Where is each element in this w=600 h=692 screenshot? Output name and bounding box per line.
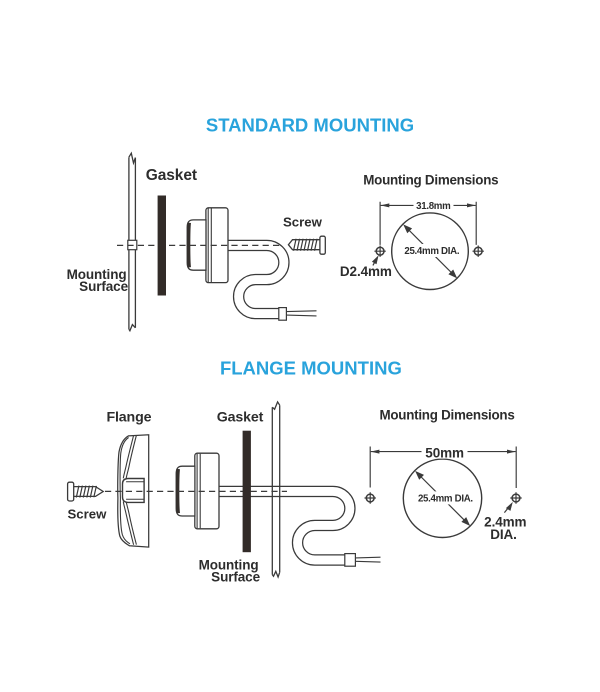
flange-mounting-section: FLANGE MOUNTING [66, 357, 527, 585]
flange-hole-circle [402, 458, 483, 539]
flange-gasket-label: Gasket [217, 409, 264, 425]
flange-mounting-title: FLANGE MOUNTING [220, 357, 402, 378]
standard-cable-tube-fill [228, 240, 289, 319]
flange-device [175, 452, 220, 530]
flange-diameter-text: 25.4mm DIA. [418, 494, 473, 505]
flange-width-dimension: 50mm [369, 444, 517, 488]
standard-hole-callout: D2.4mm [340, 255, 392, 279]
standard-wall-top-break [128, 151, 137, 166]
flange-screw-hole-left [364, 492, 376, 504]
standard-device [186, 207, 229, 284]
standard-device-barrel [186, 219, 207, 271]
flange-device-plate [194, 452, 220, 530]
flange-wall-bottom-break [271, 569, 281, 579]
standard-width-arrowhead-right [467, 203, 476, 208]
flange-cable-tube-fill [219, 486, 355, 565]
standard-hole-callout-arrowhead [371, 255, 379, 265]
flange-cable-connector [344, 552, 356, 567]
standard-hole-callout-text: D2.4mm [340, 264, 392, 279]
flange-gasket-bar [242, 430, 251, 553]
flange-diameter-arrowhead-upper [415, 470, 424, 480]
standard-gasket-label: Gasket [146, 167, 197, 184]
standard-screw-hole-left [374, 245, 386, 257]
standard-diameter-arrowhead-lower [448, 269, 458, 279]
standard-mounting-title: STANDARD MOUNTING [206, 115, 414, 136]
standard-diameter-arrowhead-upper [403, 224, 413, 234]
flange-screw [66, 481, 105, 502]
flange-width-arrowhead-left [370, 449, 380, 454]
flange-hole-right-crosshair [510, 492, 522, 504]
flange-hole-left-crosshair [364, 492, 376, 504]
flange-screw-label: Screw [68, 507, 108, 522]
flange-dimensions: Mounting Dimensions 25.4mm DIA. 50mm [364, 408, 527, 542]
standard-hole-right-crosshair [472, 245, 484, 257]
standard-wall-bottom-break [128, 323, 136, 333]
flange-hub [121, 477, 145, 504]
standard-width-arrowhead-left [380, 203, 390, 208]
standard-hole-left-crosshair [374, 245, 386, 257]
flange-hole-callout: 2.4mm DIA. [484, 501, 527, 542]
standard-gasket-bar [157, 195, 166, 296]
standard-width-dimension: 31.8mm [379, 199, 477, 245]
standard-dimensions: Mounting Dimensions 25.4mm DIA. 31.8mm [340, 172, 499, 291]
flange-disc-contours [119, 435, 137, 545]
flange-label: Flange [107, 409, 152, 425]
flange-hub-rim-lines [126, 481, 144, 500]
standard-hole-circle [391, 212, 470, 291]
flange-diameter-arrowhead-lower [461, 517, 471, 526]
standard-width-extension-lines [379, 201, 477, 245]
flange-hole-callout-text-line1: 2.4mm [484, 515, 526, 530]
flange-hole-callout-text-line2: DIA. [490, 527, 517, 542]
standard-screw-head [319, 235, 326, 255]
standard-screw-shank [287, 239, 320, 251]
flange-screw-threads [75, 485, 97, 498]
flange-disc [117, 434, 150, 548]
flange-mounting-surface-wall [271, 400, 281, 579]
standard-device-barrel-rim [186, 222, 191, 268]
standard-mounting-section: STANDARD MOUNTING [67, 115, 499, 333]
flange-mounting-surface-label-line2: Surface [211, 570, 260, 585]
flange-cable-wires [355, 556, 381, 563]
flange-wall-top-break [271, 400, 281, 411]
flange-hole-callout-arrowhead [505, 501, 513, 511]
flange-width-extension-lines [369, 446, 517, 488]
flange-dimensions-title: Mounting Dimensions [379, 408, 514, 423]
standard-diameter-text-bg [404, 244, 460, 257]
standard-cable-connector [278, 307, 287, 321]
standard-mounting-surface-label-line1: Mounting [67, 267, 127, 282]
flange-device-barrel-rim [175, 468, 180, 514]
flange-width-arrowhead-right [507, 449, 516, 454]
standard-screw-threads [292, 238, 318, 251]
flange-width-text-bg [421, 444, 468, 459]
standard-screw-hole-right [472, 245, 484, 257]
flange-screw-head [66, 481, 75, 502]
standard-diameter-text: 25.4mm DIA. [404, 246, 459, 257]
standard-width-text: 31.8mm [416, 201, 451, 212]
flange-screw-hole-right [510, 492, 522, 504]
standard-cable [228, 239, 317, 321]
standard-cable-wires [286, 310, 317, 317]
flange-diameter-text-bg [417, 491, 474, 505]
flange-cable [219, 485, 381, 567]
standard-screw-label: Screw [283, 215, 323, 230]
standard-dimensions-title: Mounting Dimensions [363, 172, 498, 187]
flange-device-barrel [175, 465, 196, 517]
standard-mounting-surface-label-line2: Surface [79, 279, 128, 294]
flange-width-text: 50mm [425, 445, 464, 460]
flange-screw-shank [73, 485, 105, 498]
standard-width-text-bg [413, 199, 454, 212]
flange-mounting-surface-label-line1: Mounting [199, 558, 259, 573]
standard-screw [287, 235, 326, 255]
